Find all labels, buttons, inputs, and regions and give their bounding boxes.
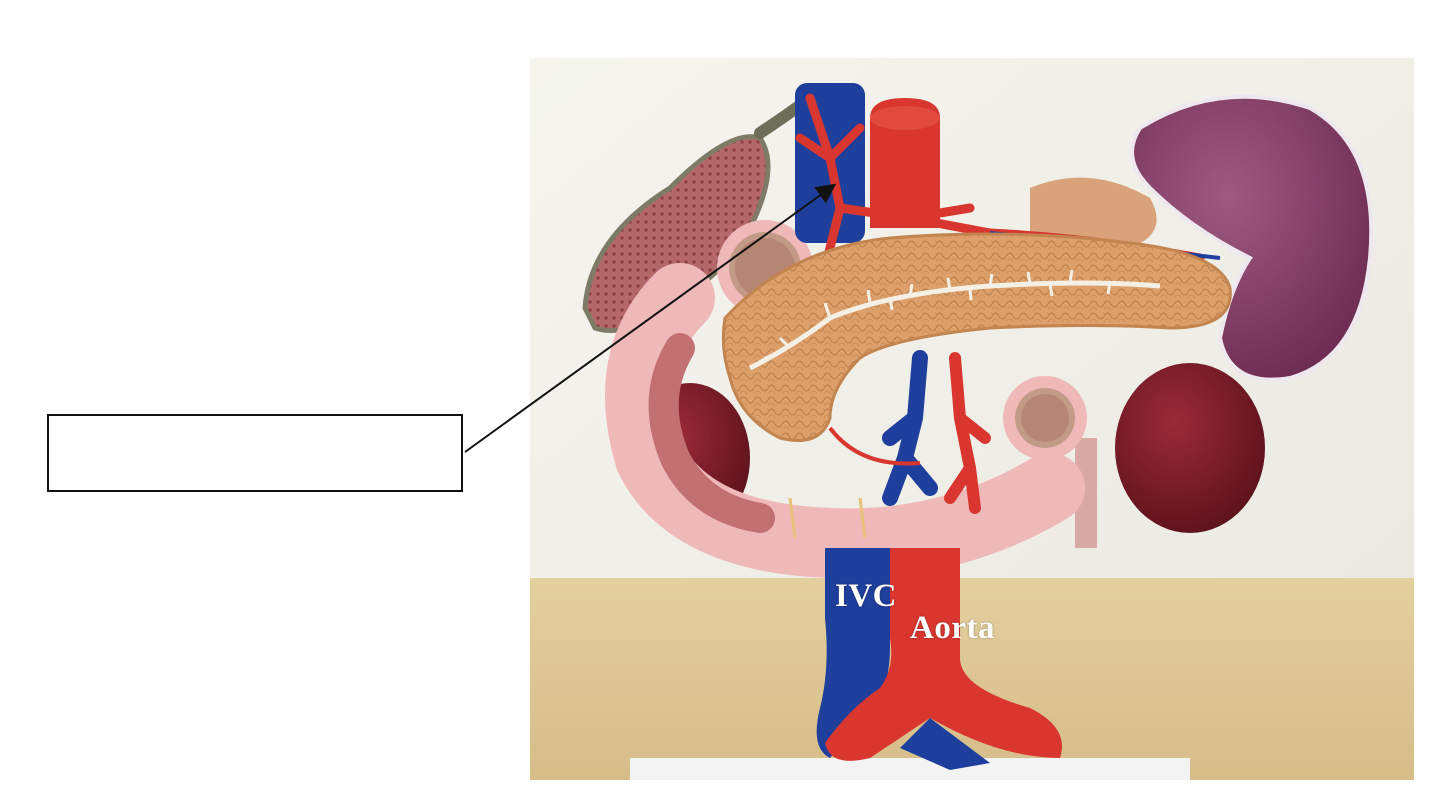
aorta-label: Aorta: [910, 610, 995, 647]
anatomy-model-photo: [530, 58, 1414, 780]
ivc-label: IVC: [835, 578, 897, 615]
anatomy-model-illustration: [530, 58, 1414, 780]
answer-box[interactable]: [47, 414, 463, 492]
